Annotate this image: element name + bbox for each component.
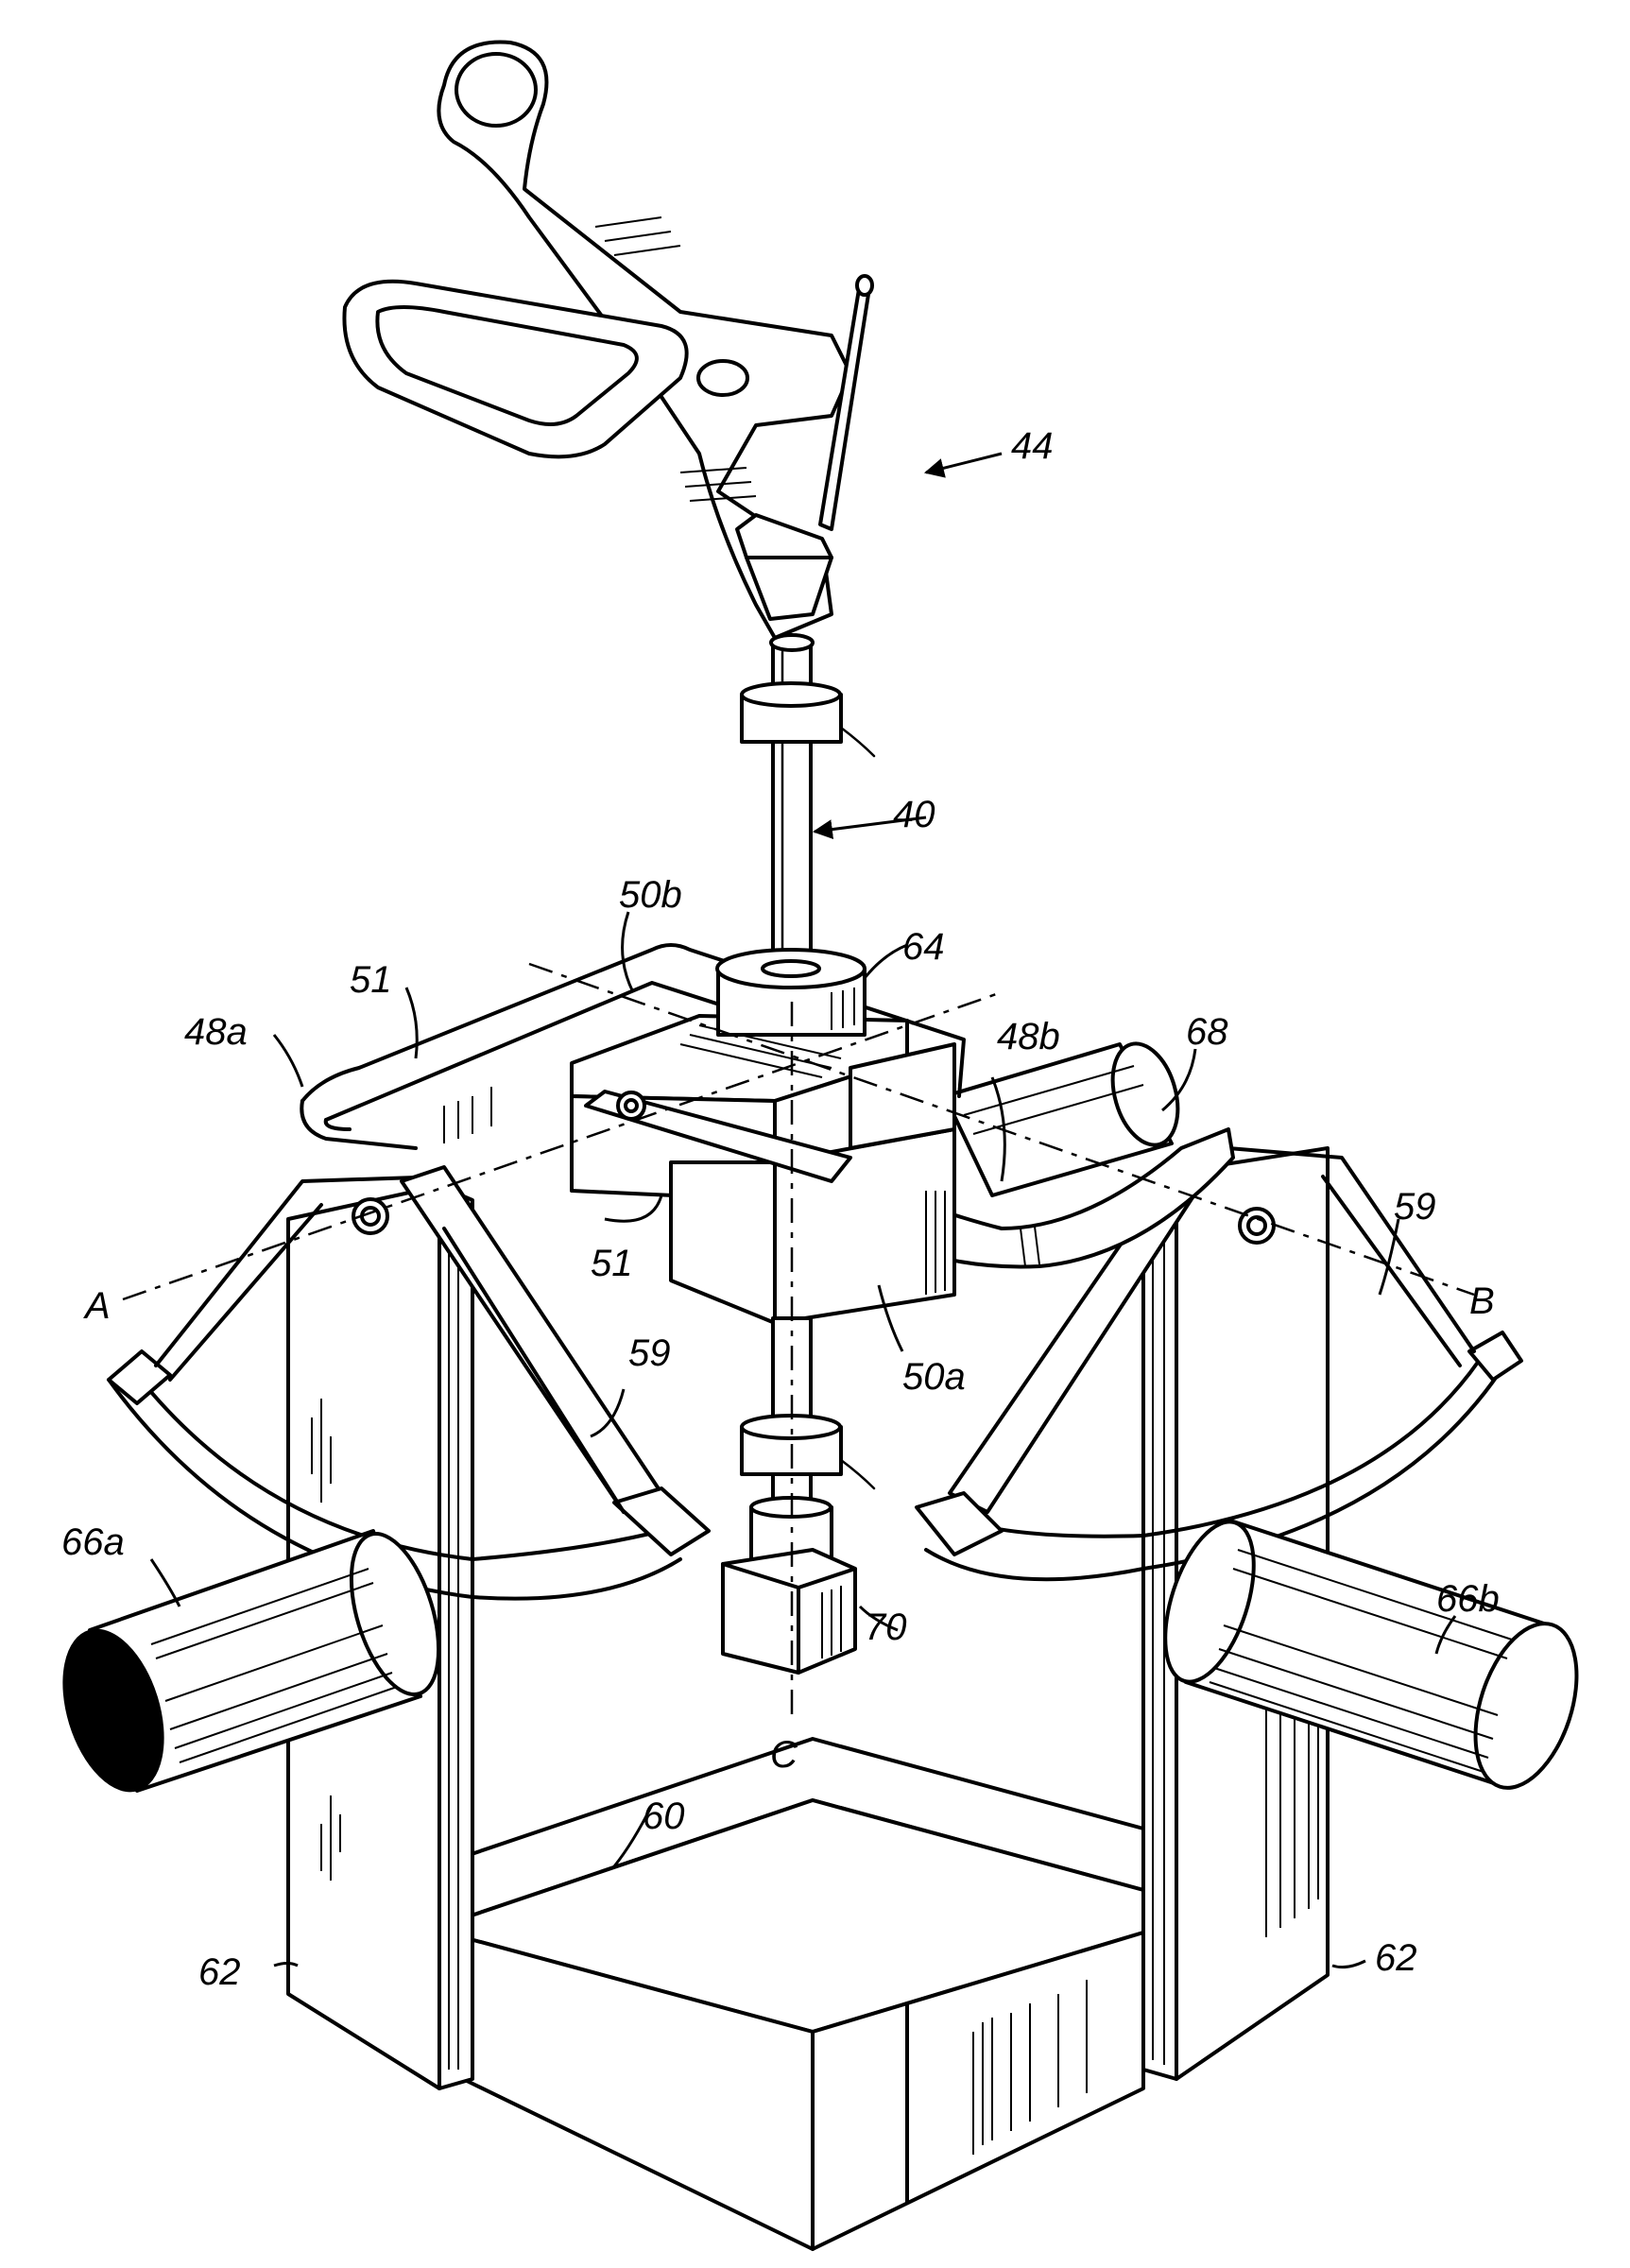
label-shaft-40: 40	[893, 794, 935, 835]
label-axis-a: A	[83, 1285, 111, 1327]
label-post-62-right: 62	[1375, 1937, 1417, 1979]
label-ring-51-upper: 51	[350, 959, 392, 1001]
label-knob-66a: 66a	[61, 1521, 125, 1563]
label-block-50b: 50b	[619, 874, 682, 916]
label-axis-b: B	[1469, 1280, 1495, 1322]
label-roller-68: 68	[1186, 1011, 1228, 1053]
label-gimbal-48b: 48b	[997, 1016, 1060, 1057]
label-ring-51-lower: 51	[591, 1243, 633, 1284]
instrument-handle	[344, 43, 872, 638]
label-collar-64: 64	[902, 926, 945, 968]
label-knob-66b: 66b	[1436, 1578, 1500, 1620]
label-tip-70: 70	[865, 1606, 907, 1648]
label-base-60: 60	[643, 1796, 685, 1837]
label-arm-59-left: 59	[628, 1332, 671, 1374]
base-block	[463, 1739, 1143, 2249]
label-gimbal-48a: 48a	[184, 1011, 248, 1053]
label-post-62-left: 62	[198, 1951, 241, 1993]
instrument-tip	[723, 1550, 855, 1673]
label-axis-c: C	[770, 1734, 798, 1776]
label-arm-59-right: 59	[1394, 1186, 1436, 1228]
label-block-50a: 50a	[902, 1356, 966, 1398]
label-instrument-44: 44	[1011, 425, 1054, 467]
